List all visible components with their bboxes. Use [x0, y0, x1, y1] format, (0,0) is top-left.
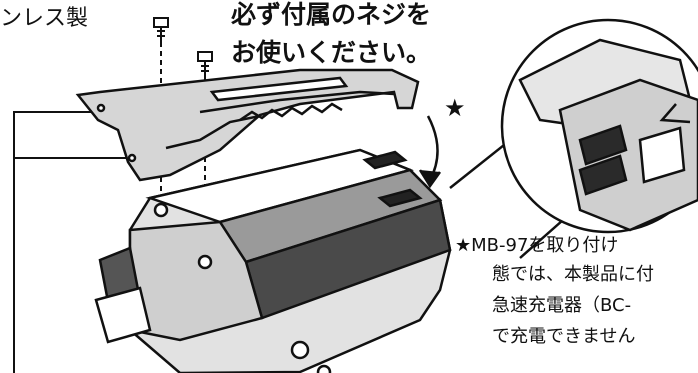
star-marker: ★: [444, 94, 466, 122]
instruction-line-1: 必ず付属のネジを: [231, 0, 432, 29]
instruction-line-2: お使いください。: [231, 38, 432, 67]
note-line-4: で充電できません: [492, 326, 636, 347]
note-line-2: 態では、本製品に付: [492, 264, 654, 285]
leader-lines: [13, 111, 128, 373]
detail-magnifier: [449, 18, 698, 259]
belt-clip: [75, 68, 420, 182]
arrow-icon: [418, 115, 442, 189]
note-line-1: ★MB-97を取り付け: [455, 235, 619, 256]
material-label: ンレス製: [0, 6, 89, 31]
note-line-3: 急速充電器（BC-: [492, 295, 632, 316]
radio-device: [94, 148, 452, 373]
